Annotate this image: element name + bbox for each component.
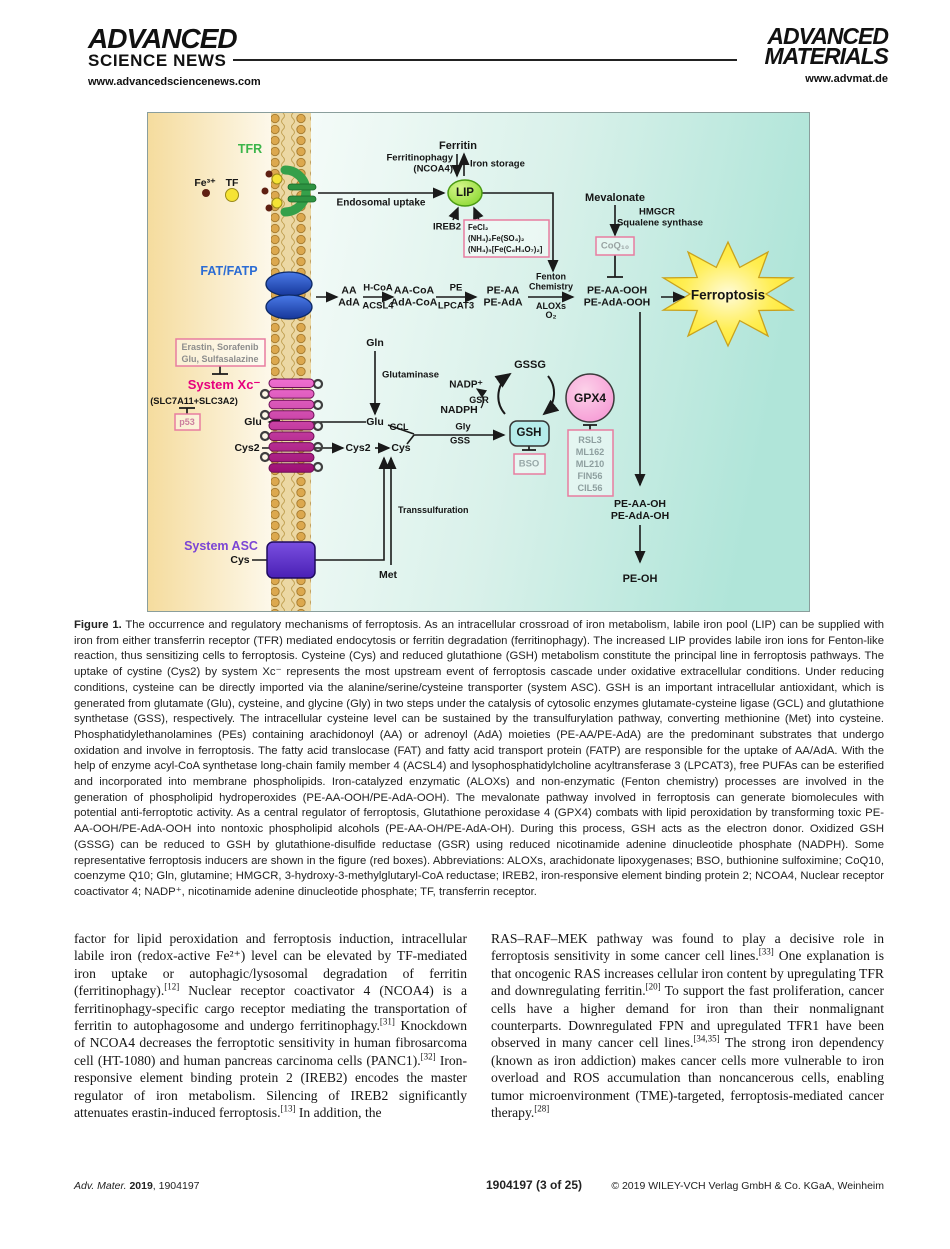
- label-tfr: TFR: [237, 142, 263, 156]
- label-cys2-in: Cys2: [345, 442, 371, 454]
- figure-caption-label: Figure 1.: [74, 619, 122, 631]
- label-system-xc: System Xc⁻: [187, 377, 261, 392]
- gsh-node: [509, 420, 550, 447]
- inducer-boxes: [174, 219, 635, 497]
- body-column-right: RAS–RAF–MEK pathway was found to play a …: [491, 931, 885, 1121]
- label-tf: TF: [225, 177, 239, 189]
- label-fe3: Fe³⁺: [194, 177, 216, 189]
- logo-materials: MATERIALS: [764, 43, 889, 69]
- label-hmgcr: HMGCR: [639, 206, 675, 218]
- label-cys-in: Cys: [391, 442, 411, 454]
- pathway-artwork: [148, 113, 809, 611]
- advmat-url[interactable]: www.advmat.de: [805, 73, 888, 85]
- system-xc-transporter: [259, 378, 324, 473]
- logo-advanced-2: ADVANCED: [767, 23, 889, 49]
- label-gssg: GSSG: [514, 359, 546, 371]
- label-gln: Gln: [366, 337, 384, 349]
- label-coq10: CoQ₁₀: [600, 240, 630, 252]
- label-nadph: NADPH: [440, 404, 478, 416]
- label-ferroptosis: Ferroptosis: [690, 287, 766, 303]
- fe3-ion: [202, 189, 210, 197]
- tf-protein: [225, 188, 239, 202]
- label-lpcat3: LPCAT3: [437, 300, 475, 312]
- footer-copyright: © 2019 WILEY-VCH Verlag GmbH & Co. KGaA,…: [611, 1180, 884, 1192]
- header-divider: [233, 59, 737, 61]
- logo-science-news: SCIENCE NEWS: [88, 51, 227, 70]
- label-p53: p53: [179, 417, 195, 427]
- label-system-asc: System ASC: [184, 539, 258, 553]
- label-transsulfuration: Transsulfuration: [398, 505, 469, 515]
- label-aloxs: ALOXs: [535, 301, 567, 311]
- label-slc7a11-slc3a2: (SLC7A11+SLC3A2): [150, 396, 238, 406]
- label-cys-asc: Cys: [230, 554, 250, 566]
- label-squalene-synthase: Squalene synthase: [616, 217, 704, 229]
- label-mevalonate: Mevalonate: [585, 192, 645, 204]
- lip-node: [447, 179, 483, 207]
- label-hcoa: H-CoA: [363, 282, 393, 294]
- figure-caption: Figure 1. The occurrence and regulatory …: [74, 618, 884, 901]
- label-gcl: GCL: [389, 422, 409, 432]
- label-iron-storage: Iron storage: [470, 158, 525, 170]
- label-endosomal-uptake: Endosomal uptake: [336, 197, 426, 209]
- logo-advanced: ADVANCED: [88, 23, 238, 54]
- label-lip: LIP: [456, 187, 474, 199]
- inhibition-lines: [179, 255, 623, 451]
- label-glutaminase: Glutaminase: [382, 369, 440, 381]
- extracellular-zone: [148, 113, 271, 611]
- footer-page-number: 1904197 (3 of 25): [485, 1178, 583, 1192]
- label-ireb2: IREB2: [433, 221, 461, 233]
- label-fat-fatp: FAT/FATP: [200, 264, 258, 278]
- label-gsr: GSR: [469, 395, 489, 405]
- figure-1-diagram: TFR Fe³⁺ TF Ferritin Ferritinophagy(NCOA…: [147, 112, 810, 612]
- advanced-materials-logo: ADVANCED MATERIALS www.advmat.de: [764, 23, 889, 86]
- body-column-left: factor for lipid peroxidation and ferrop…: [74, 931, 468, 1121]
- gpx4-node: [565, 373, 615, 423]
- label-cys2-out: Cys2: [234, 442, 260, 454]
- label-bso: BSO: [518, 458, 540, 470]
- fat-fatp-transporter: [265, 271, 313, 320]
- label-gss: GSS: [449, 435, 471, 447]
- footer-citation: Adv. Mater. 2019, 1904197: [74, 1180, 200, 1192]
- label-glu-in: Glu: [366, 416, 384, 428]
- label-gpx4: GPX4: [573, 391, 607, 405]
- label-o2: O₂: [545, 310, 557, 320]
- tfr-receptor: [261, 165, 317, 217]
- body-text: factor for lipid peroxidation and ferrop…: [74, 930, 884, 1121]
- intracellular-zone: [311, 113, 809, 611]
- label-peoh: PE-OH: [622, 573, 658, 585]
- asn-url[interactable]: www.advancedsciencenews.com: [88, 76, 261, 88]
- label-ferritin: Ferritin: [439, 140, 477, 152]
- label-gly: Gly: [455, 421, 471, 433]
- label-nadp: NADP⁺: [449, 379, 483, 391]
- system-asc-transporter: [266, 541, 316, 579]
- label-gsh: GSH: [516, 427, 542, 439]
- label-pe: PE: [449, 282, 463, 294]
- figure-caption-text: The occurrence and regulatory mechanisms…: [74, 619, 884, 898]
- label-glu-out: Glu: [244, 416, 262, 428]
- ferroptosis-starburst: [661, 240, 795, 348]
- label-iron-salts: FeCl₂(NH₄)₂Fe(SO₄)₂(NH₄)₅[Fe(C₆H₄O₇)₂]: [468, 222, 543, 254]
- label-met: Met: [378, 569, 398, 581]
- advanced-science-news-logo: ADVANCED SCIENCE NEWS www.advancedscienc…: [88, 23, 261, 89]
- label-acsl4: ACSL4: [362, 300, 394, 312]
- label-ferritinophagy: Ferritinophagy(NCOA4): [386, 152, 453, 174]
